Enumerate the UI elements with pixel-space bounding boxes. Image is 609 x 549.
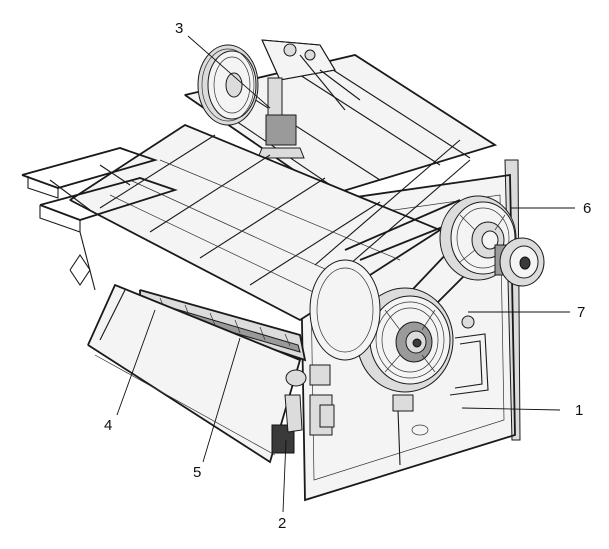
- callout-3: 3: [175, 20, 184, 37]
- leader-lines: [116, 35, 575, 513]
- leader-5: [202, 337, 241, 463]
- callout-2: 2: [278, 515, 287, 532]
- callout-7: 7: [577, 304, 586, 321]
- leader-2: [282, 439, 287, 513]
- callout-6: 6: [583, 200, 592, 217]
- rear-pulley: [197, 44, 259, 126]
- gearbox-side: [285, 259, 381, 387]
- lower-pulley: [356, 287, 475, 393]
- front-deflector: [87, 283, 303, 464]
- leader-1: [461, 407, 561, 411]
- callout-5: 5: [193, 464, 202, 481]
- leader-4: [116, 309, 156, 416]
- callout-1: 1: [575, 402, 584, 419]
- callout-4: 4: [104, 417, 113, 434]
- tensioner-bracket: [257, 39, 361, 159]
- upper-pulley: [439, 195, 545, 287]
- front-frame: [21, 147, 178, 291]
- leader-3: [187, 35, 271, 109]
